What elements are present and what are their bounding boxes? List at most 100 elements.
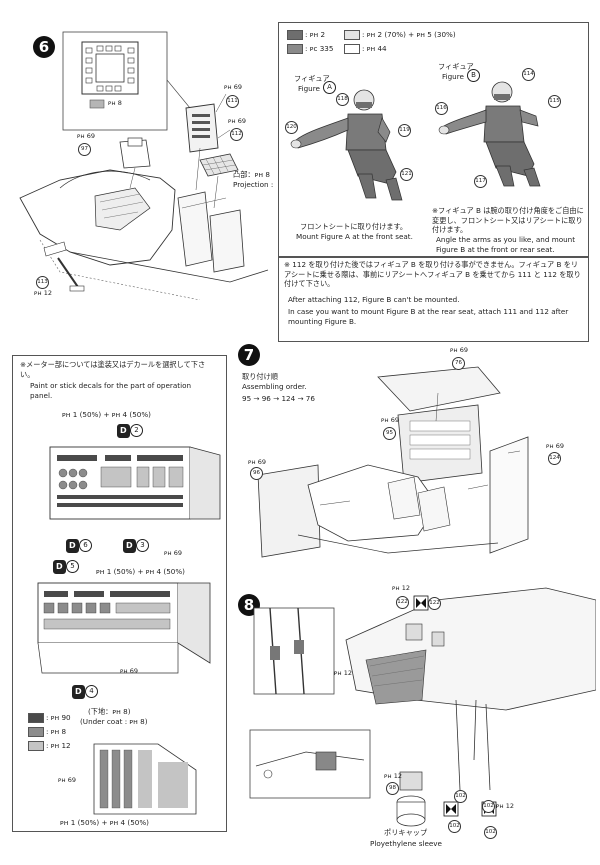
legend-ph44: : ᴘн 44 <box>362 44 387 53</box>
part-97-number: 97 <box>78 143 91 156</box>
part-76-paint: ᴘн 69 <box>450 346 468 354</box>
step-7-order-jp: 取り付け順 <box>242 372 278 381</box>
part-122-a-paint: ᴘн 12 <box>392 584 410 592</box>
undercoat-en: (Under coat : ᴘн 8) <box>80 717 148 726</box>
meter-paint-label: ᴘн 8 <box>108 99 122 107</box>
part-112-number: 112 <box>230 128 243 141</box>
figure-b-title-en: Figure <box>442 72 464 81</box>
step-7-order-en: Assembling order. <box>242 382 307 391</box>
projection-label-jp: 凸部：ᴘн 8 <box>233 170 270 179</box>
warning-note-en-1: After attaching 112, Figure B can't be m… <box>288 295 460 304</box>
decal-3-letter: D <box>123 539 136 553</box>
decal-2-letter: D <box>117 424 130 438</box>
legend-swatch-pc335 <box>287 44 303 54</box>
part-113-paint: ᴘн 12 <box>34 289 52 297</box>
figure-b-part-115: 115 <box>548 95 561 108</box>
figure-b-part-116: 116 <box>435 102 448 115</box>
projection-label-en: Projection : <box>233 180 274 189</box>
meter-paint-69-c: ᴘн 69 <box>58 776 76 784</box>
part-98-number: 98 <box>386 782 399 795</box>
legend-swatch-ph2-ph5 <box>344 30 360 40</box>
warning-panel <box>278 256 589 342</box>
part-102-b-number: 102 <box>482 800 495 813</box>
part-122-a-number: 122 <box>396 596 409 609</box>
part-95-number: 95 <box>383 427 396 440</box>
figure-b-mark: B <box>467 69 480 82</box>
part-112-paint: ᴘн 69 <box>228 117 246 125</box>
meter-mix-bottom: ᴘн 1 (50%) + ᴘн 4 (50%) <box>60 818 149 827</box>
meter-side-panel-drawing <box>93 743 197 815</box>
meter-note-jp: ※メーター部については塗装又はデカールを選択して下さい。 <box>20 360 206 379</box>
part-96-paint: ᴘн 69 <box>248 458 266 466</box>
part-97-paint: ᴘн 69 <box>77 132 95 140</box>
figure-b-note-en: Angle the arms as you like, and mount Fi… <box>436 235 576 254</box>
figure-panel <box>278 22 589 258</box>
step-6-number: 6 <box>33 36 55 58</box>
part-95-paint: ᴘн 69 <box>381 416 399 424</box>
meter-legend-ph8: : ᴘн 8 <box>46 727 67 736</box>
step-7-assembly-drawing <box>257 366 529 558</box>
step-8-assembly-drawing <box>249 587 596 827</box>
part-102-b-paint: ᴘн 12 <box>496 802 514 810</box>
warning-note-en-2: In case you want to mount Figure B at th… <box>288 307 569 326</box>
meter-note-en: Paint or stick decals for the part of op… <box>30 381 192 400</box>
legend-pc335: : ᴘc 335 <box>305 44 334 53</box>
figure-b-note-jp: ※フィギュア B は腕の取り付け角度をご自由に変更し、フロントシート又はリアシー… <box>432 206 584 234</box>
figure-b-title-jp: フィギュア <box>438 62 474 71</box>
meter-panel-lower-drawing <box>37 582 211 674</box>
figure-a-title-jp: フィギュア <box>294 74 330 83</box>
part-102-d-number: 102 <box>484 826 497 839</box>
part-111-number: 111 <box>226 95 239 108</box>
decal-4-number: 4 <box>85 685 98 698</box>
meter-legend-swatch-ph90 <box>28 713 44 723</box>
meter-legend-ph12: : ᴘн 12 <box>46 741 71 750</box>
decal-6-letter: D <box>66 539 79 553</box>
meter-mix-top: ᴘн 1 (50%) + ᴘн 4 (50%) <box>62 410 151 419</box>
part-102-a-number: 102 <box>454 790 467 803</box>
meter-legend-ph90: : ᴘн 90 <box>46 713 71 722</box>
decal-5-number: 5 <box>66 560 79 573</box>
legend-ph2-ph5: : ᴘн 2 (70%) + ᴘн 5 (30%) <box>362 30 456 39</box>
meter-panel <box>12 355 227 832</box>
figure-a-note-jp: フロントシートに取り付けます。 <box>300 222 408 231</box>
part-98-paint: ᴘн 12 <box>384 772 402 780</box>
part-102-c-number: 102 <box>448 820 461 833</box>
meter-panel-upper-drawing <box>49 446 221 520</box>
undercoat-jp: (下地：ᴘн 8) <box>88 707 131 716</box>
step-6-assembly-drawing <box>19 31 269 300</box>
figure-a-part-120: 120 <box>285 121 298 134</box>
meter-paint-69-b: ᴘн 69 <box>120 667 138 675</box>
decal-2-number: 2 <box>130 424 143 437</box>
meter-legend-swatch-ph12 <box>28 741 44 751</box>
figure-b-drawing <box>438 81 541 187</box>
polycap-label-jp: ポリキャップ <box>384 828 428 837</box>
part-124-paint: ᴘн 69 <box>546 442 564 450</box>
meter-mix-middle: ᴘн 1 (50%) + ᴘн 4 (50%) <box>96 567 185 576</box>
part-113-number: 113 <box>36 276 49 289</box>
part-124-number: 124 <box>548 452 561 465</box>
part-76-number: 76 <box>452 357 465 370</box>
legend-swatch-ph2 <box>287 30 303 40</box>
decal-4-letter: D <box>72 685 85 699</box>
legend-ph2: : ᴘн 2 <box>305 30 326 39</box>
figure-b-part-114: 114 <box>522 68 535 81</box>
step-7-sequence: 95 → 96 → 124 → 76 <box>242 394 315 403</box>
polycap-label-en: Ployethylene sleeve <box>370 839 442 848</box>
meter-paint-69-a: ᴘн 69 <box>164 549 182 557</box>
body-paint-ph12: ᴘн 12 <box>334 669 352 677</box>
part-111-paint: ᴘн 69 <box>224 83 242 91</box>
legend-swatch-ph44 <box>344 44 360 54</box>
decal-3-number: 3 <box>136 539 149 552</box>
figure-a-part-121: 121 <box>400 168 413 181</box>
figure-b-part-117: 117 <box>474 175 487 188</box>
figure-a-drawing <box>290 89 403 201</box>
decal-6-number: 6 <box>79 539 92 552</box>
step-7-number: 7 <box>238 344 260 366</box>
warning-note-jp: ※ 112 を取り付けた後ではフィギュア B を取り付ける事ができません。フィギ… <box>284 260 581 288</box>
figure-a-part-118: 118 <box>336 93 349 106</box>
figure-a-part-119: 119 <box>398 124 411 137</box>
figure-a-note-en: Mount Figure A at the front seat. <box>296 232 413 241</box>
figure-a-mark: A <box>323 81 336 94</box>
part-122-b-number: 122 <box>428 597 441 610</box>
